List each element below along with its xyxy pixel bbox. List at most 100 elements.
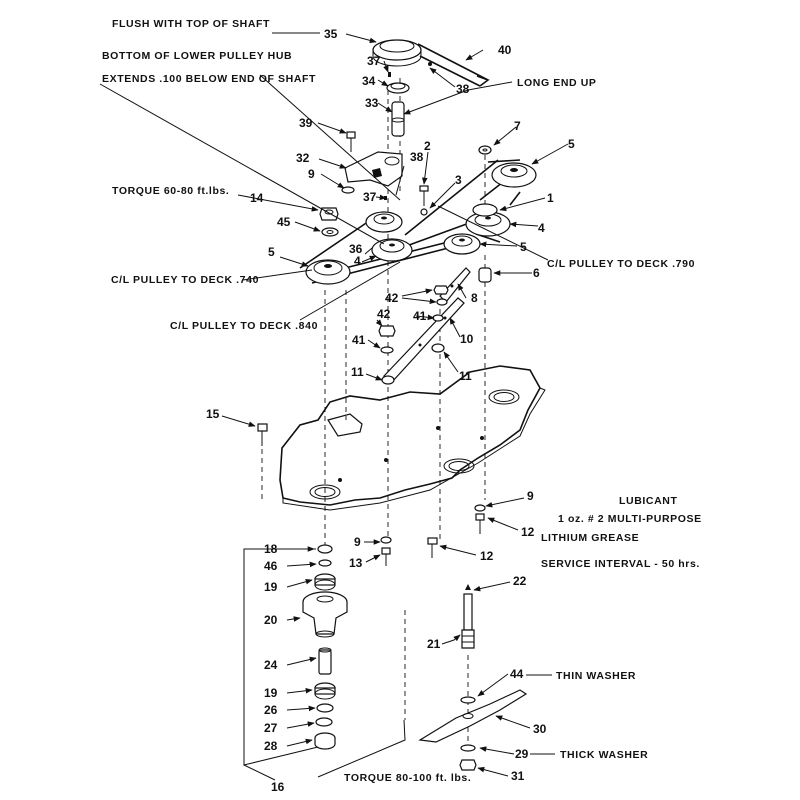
note-cl-840: C/L PULLEY TO DECK .840 <box>170 320 318 332</box>
retainer-ring-34 <box>386 82 410 94</box>
key-37 <box>388 72 391 77</box>
part-number-38-lower: 38 <box>410 150 424 164</box>
washer-46 <box>318 559 332 567</box>
part-number-45: 45 <box>277 215 291 229</box>
part-number-41-lower: 41 <box>352 333 366 347</box>
part-number-19-upper: 19 <box>264 580 278 594</box>
part-number-36: 36 <box>349 242 363 256</box>
top-pulley-35 <box>372 39 422 67</box>
part-number-9-right: 9 <box>527 489 534 503</box>
part-number-30: 30 <box>533 722 547 736</box>
washer-9-center <box>380 536 392 544</box>
part-number-44: 44 <box>510 667 524 681</box>
washer-42-a <box>436 298 448 306</box>
note-bottom-hub-1: BOTTOM OF LOWER PULLEY HUB <box>102 50 292 62</box>
part-number-13: 13 <box>349 556 363 570</box>
bushing-11-a <box>381 375 395 385</box>
blade-30 <box>418 689 528 743</box>
part-number-2: 2 <box>424 139 431 153</box>
pulley-center-5 <box>443 233 481 255</box>
part-number-37: 37 <box>367 54 381 68</box>
washer-45 <box>321 227 339 237</box>
part-number-26: 26 <box>264 703 278 717</box>
note-lubricant: LUBICANT <box>619 495 677 507</box>
deck-bracket <box>327 413 363 437</box>
spacer-6 <box>478 267 492 283</box>
note-bottom-hub-2: EXTENDS .100 BELOW END OF SHAFT <box>102 73 316 85</box>
part-number-11-right: 11 <box>459 369 472 383</box>
washer-9-right <box>474 504 486 512</box>
part-number-15: 15 <box>206 407 220 421</box>
part-number-42: 42 <box>385 291 399 305</box>
part-number-6: 6 <box>533 266 540 280</box>
part-number-7: 7 <box>514 119 521 133</box>
bolt-39 <box>346 131 356 152</box>
part-number-14: 14 <box>250 191 264 205</box>
thick-washer-29 <box>460 744 476 752</box>
note-torque-top: TORQUE 60-80 ft.lbs. <box>112 185 229 197</box>
cup-28 <box>314 732 336 750</box>
leader-lines <box>99 32 569 777</box>
bolt-13 <box>381 547 391 566</box>
bearing-19-upper <box>314 573 336 591</box>
part-number-8: 8 <box>471 291 478 305</box>
idler-bracket-32 <box>344 151 403 187</box>
pulley-1 <box>472 203 498 217</box>
part-number-42-lower: 42 <box>377 307 391 321</box>
part-number-11-left: 11 <box>351 365 364 379</box>
idler-pulley-36 <box>365 211 403 233</box>
part-number-28: 28 <box>264 739 278 753</box>
spacer-tube-24 <box>318 647 332 675</box>
part-number-32: 32 <box>296 151 310 165</box>
nut-31 <box>459 759 477 771</box>
note-cl-740: C/L PULLEY TO DECK .740 <box>111 274 259 286</box>
note-thick-washer: THICK WASHER <box>560 749 648 761</box>
part-number-40: 40 <box>498 43 512 57</box>
note-cl-790: C/L PULLEY TO DECK .790 <box>547 258 695 270</box>
part-number-31: 31 <box>511 769 525 783</box>
assembly-bracket-16 <box>243 548 406 781</box>
part-number-10: 10 <box>460 332 474 346</box>
part-number-19-lower: 19 <box>264 686 278 700</box>
pulley-right-5 <box>491 162 537 188</box>
note-service-interval: SERVICE INTERVAL - 50 hrs. <box>541 558 700 570</box>
part-number-4-right: 4 <box>538 221 545 235</box>
bushing-11-b <box>431 343 445 353</box>
shaft-33 <box>391 101 405 137</box>
part-number-46: 46 <box>264 559 278 573</box>
part-number-34: 34 <box>362 74 376 88</box>
seal-26 <box>316 703 334 713</box>
bolt-12-right <box>475 513 485 534</box>
drive-belt <box>299 159 513 284</box>
note-flush: FLUSH WITH TOP OF SHAFT <box>112 18 270 30</box>
nut-41-a <box>432 314 444 322</box>
deck-spindle-hole-center <box>443 458 475 474</box>
mower-deck-plate <box>279 365 541 506</box>
part-number-33: 33 <box>365 96 379 110</box>
washer-41-b <box>380 346 394 354</box>
idler-pulley-4-left <box>371 238 413 262</box>
blade-spindle-21 <box>461 593 475 649</box>
part-number-29: 29 <box>515 747 529 761</box>
part-number-41: 41 <box>413 309 427 323</box>
deck-spindle-hole-right <box>488 389 520 405</box>
part-number-39: 39 <box>299 116 313 130</box>
part-number-18: 18 <box>264 542 278 556</box>
part-number-27: 27 <box>264 721 278 735</box>
part-number-22: 22 <box>513 574 527 588</box>
note-thin-washer: THIN WASHER <box>556 670 636 682</box>
nut-42-b <box>378 325 396 337</box>
note-lithium-grease: LITHIUM GREASE <box>541 532 639 544</box>
part-number-20: 20 <box>264 613 278 627</box>
note-torque-bottom: TORQUE 80-100 ft. lbs. <box>344 772 471 784</box>
part-number-9: 9 <box>308 167 315 181</box>
part-number-21: 21 <box>427 637 441 651</box>
part-number-5-top: 5 <box>568 137 575 151</box>
part-number-24: 24 <box>264 658 278 672</box>
note-lubricant-amount: 1 oz. # 2 MULTI-PURPOSE <box>558 513 702 525</box>
washer-27 <box>315 717 333 727</box>
part-number-3: 3 <box>455 173 462 187</box>
thin-washer-44 <box>460 696 476 704</box>
